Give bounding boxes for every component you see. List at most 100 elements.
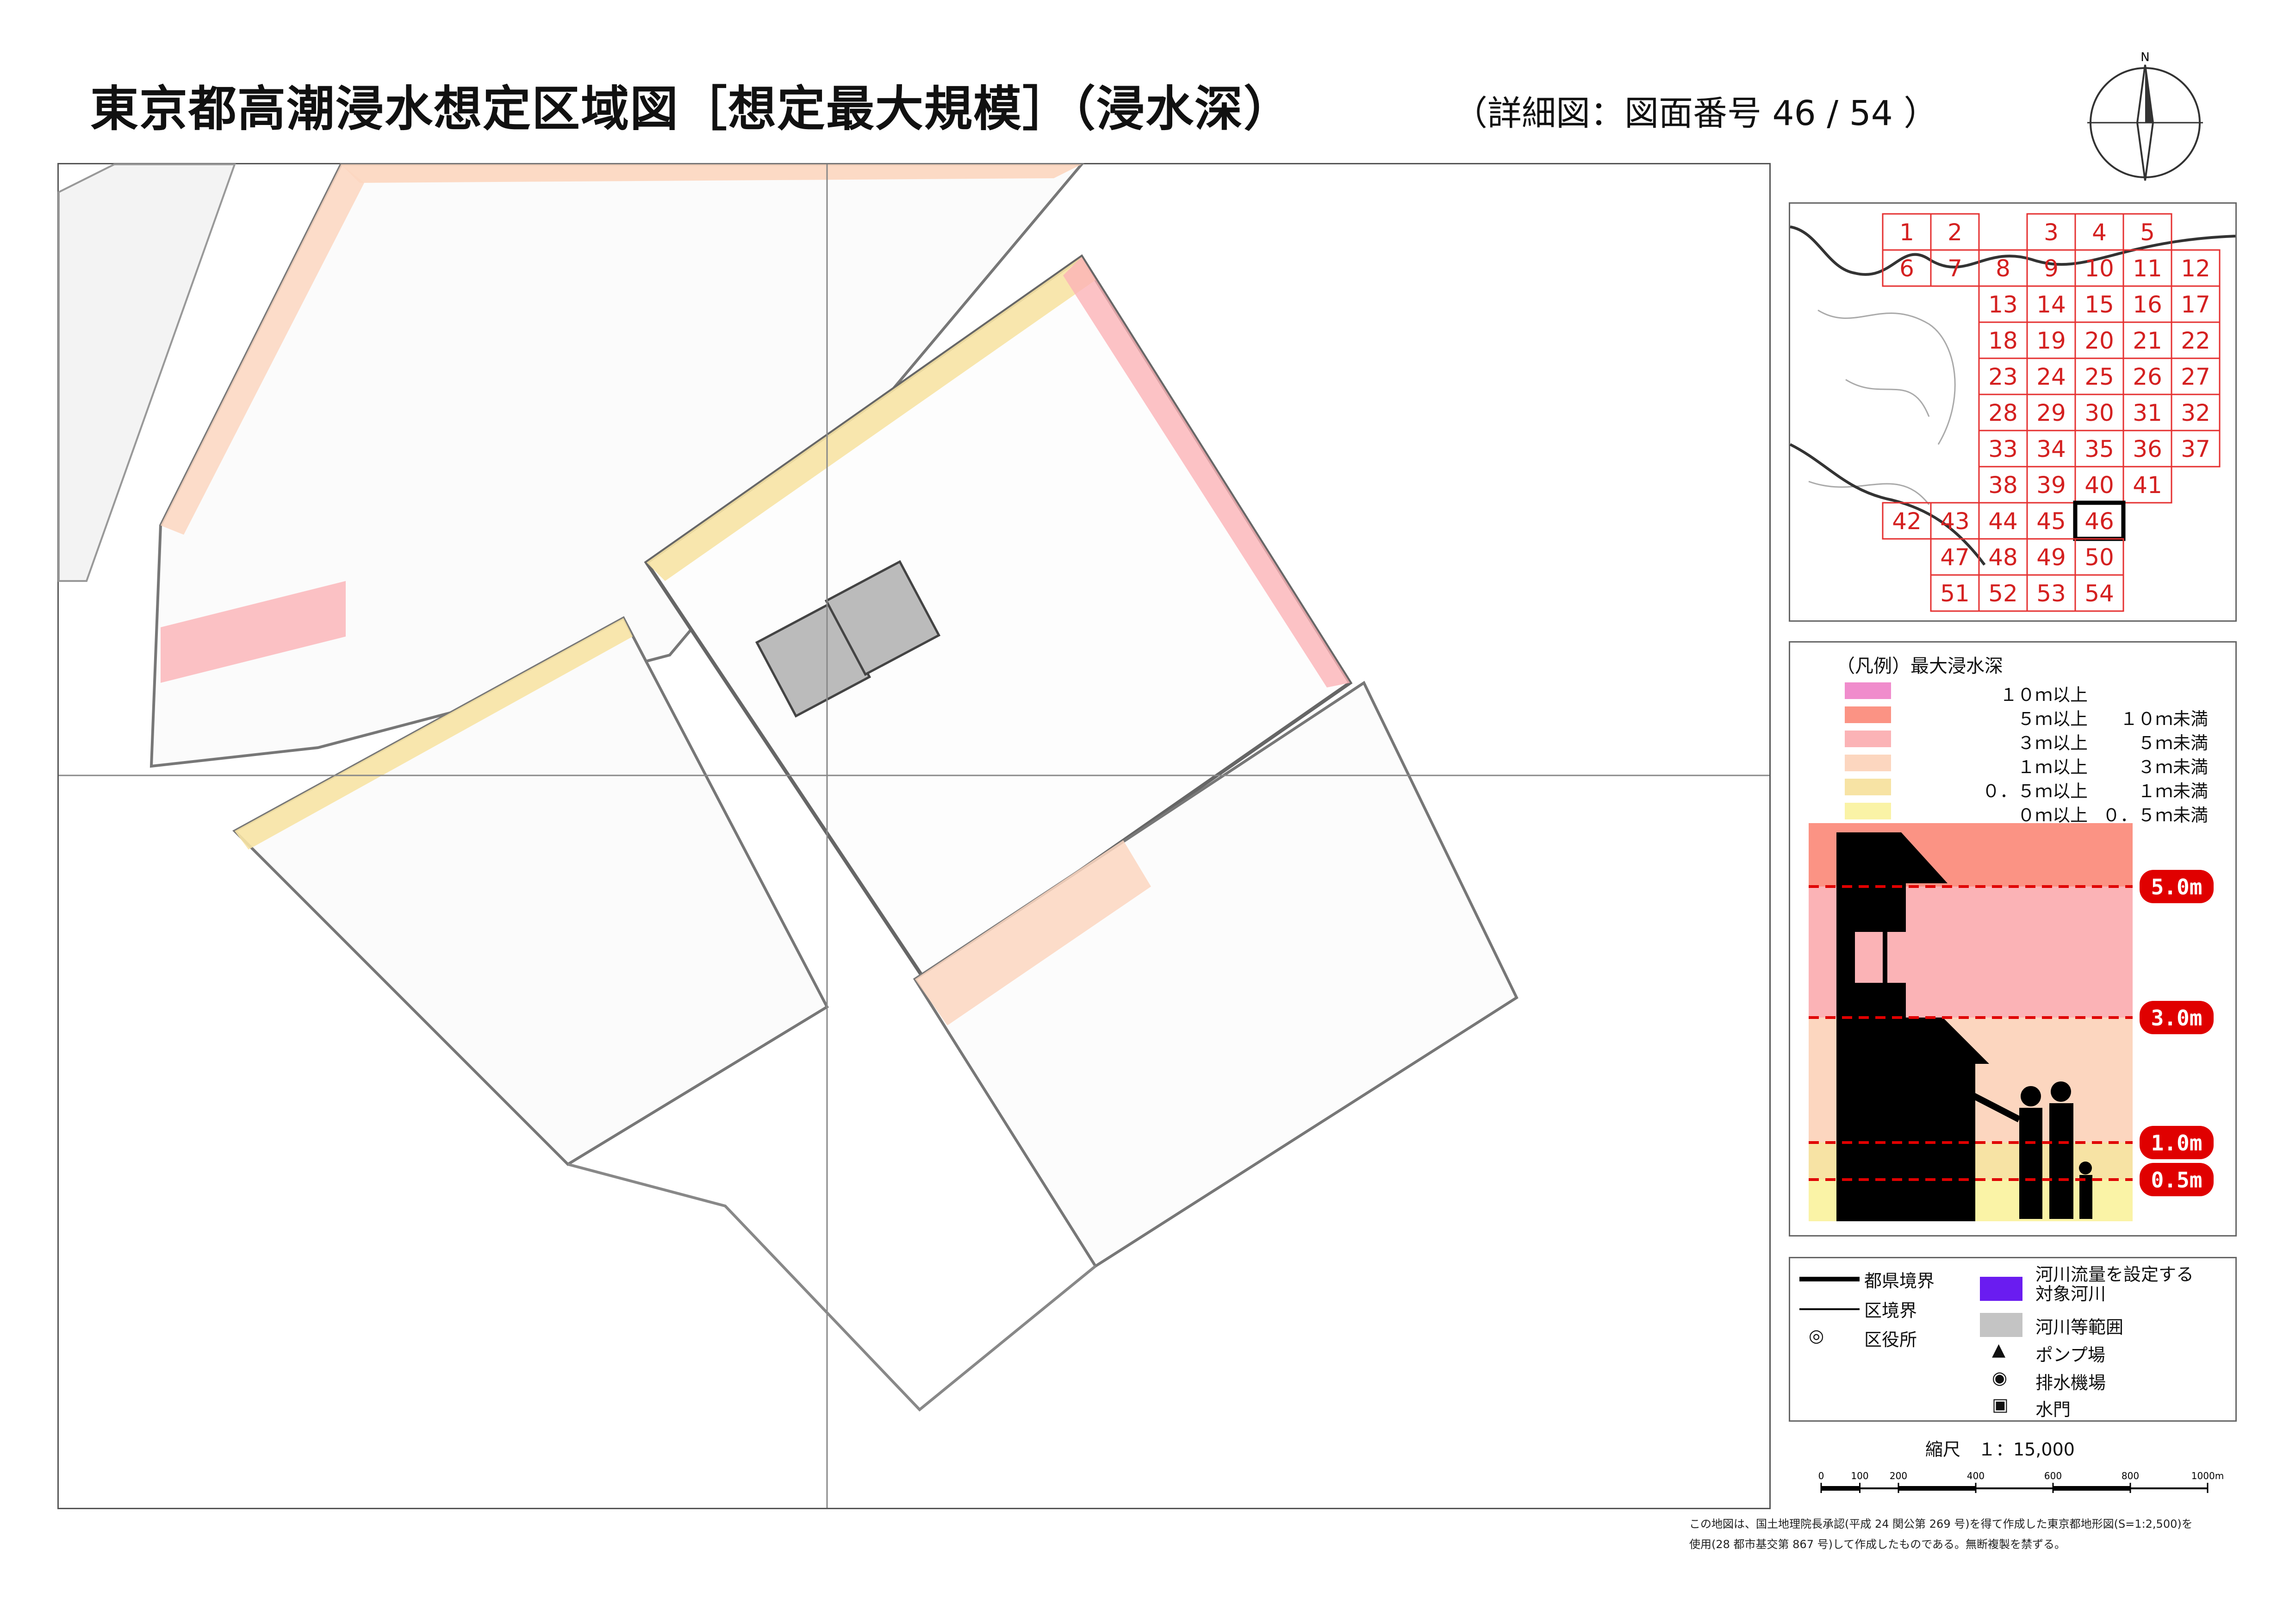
flood-zone-north-edge	[341, 164, 1082, 183]
index-sheet-number: 12	[2181, 255, 2210, 282]
index-sheet[interactable]: 20	[2074, 321, 2124, 359]
north-arrow-icon: N	[2087, 50, 2203, 181]
map-canvas	[58, 163, 1769, 1508]
north-label: N	[2140, 50, 2149, 64]
index-sheet[interactable]: 16	[2122, 285, 2172, 323]
river-area-swatch	[1980, 1313, 2022, 1337]
index-sheet[interactable]: 37	[2171, 430, 2221, 468]
index-sheet[interactable]: 26	[2122, 357, 2172, 395]
legend-item: １０ｍ以上	[1845, 680, 2224, 705]
index-sheet[interactable]: 22	[2171, 321, 2221, 359]
index-sheet[interactable]: 44	[1978, 502, 2028, 540]
index-sheet[interactable]: 10	[2074, 249, 2124, 287]
index-sheet[interactable]: 2	[1930, 213, 1980, 251]
index-sheet[interactable]: 30	[2074, 394, 2124, 431]
flood-zone-west-edge	[161, 164, 364, 535]
index-sheet[interactable]: 51	[1930, 574, 1980, 612]
legend-from-label: ０．５ｍ以上	[1982, 781, 2088, 801]
index-sheet-number: 15	[2084, 291, 2114, 318]
index-sheet-number: 51	[1940, 580, 1970, 607]
scale-label: 縮尺 １：15,000	[1925, 1439, 2075, 1460]
depth-marker: 3.0m	[1809, 1001, 2214, 1034]
index-sheet-number: 53	[2036, 580, 2066, 607]
pump-station-label: ポンプ場	[2035, 1345, 2105, 1365]
index-sheet-number: 54	[2084, 580, 2114, 607]
index-sheet-number: 46	[2084, 508, 2114, 535]
index-sheet-number: 16	[2133, 291, 2162, 318]
scale-tick-label: 100	[1851, 1470, 1868, 1481]
index-sheet[interactable]: 11	[2122, 249, 2172, 287]
index-sheet[interactable]: 13	[1978, 285, 2028, 323]
index-sheet-number: 42	[1892, 508, 1922, 535]
index-sheet[interactable]: 3	[2026, 213, 2076, 251]
legend-title: （凡例）最大浸水深	[1836, 656, 2003, 677]
index-sheet[interactable]: 47	[1930, 538, 1980, 576]
index-sheet[interactable]: 53	[2026, 574, 2076, 612]
index-sheet-number: 23	[1988, 363, 2018, 390]
index-sheet-number: 45	[2036, 508, 2066, 535]
index-sheet[interactable]: 31	[2122, 394, 2172, 431]
index-sheet[interactable]: 25	[2074, 357, 2124, 395]
index-sheet-number: 38	[1988, 472, 2018, 499]
index-sheet[interactable]: 45	[2026, 502, 2076, 540]
index-sheet[interactable]: 29	[2026, 394, 2076, 431]
index-sheet[interactable]: 21	[2122, 321, 2172, 359]
people-silhouette-icon	[1946, 1079, 2092, 1219]
index-sheet[interactable]: 32	[2171, 394, 2221, 431]
index-sheet[interactable]: 35	[2074, 430, 2124, 468]
index-sheet-number: 13	[1988, 291, 2018, 318]
index-sheet[interactable]: 34	[2026, 430, 2076, 468]
index-sheet[interactable]: 50	[2074, 538, 2124, 576]
index-sheet[interactable]: 14	[2026, 285, 2076, 323]
scale-tick-label: 800	[2122, 1470, 2139, 1481]
index-sheet[interactable]: 1	[1882, 213, 1932, 251]
depth-marker-label: 5.0m	[2151, 874, 2203, 899]
index-sheet[interactable]: 18	[1978, 321, 2028, 359]
index-sheet-number: 1	[1899, 219, 1914, 246]
index-sheet[interactable]: 48	[1978, 538, 2028, 576]
index-sheet-number: 8	[1996, 255, 2010, 282]
river-line	[1789, 443, 1986, 566]
depth-marker-group: 5.0m3.0m1.0m0.5m	[1809, 870, 2214, 1196]
index-sheet-number: 28	[1988, 400, 2018, 426]
index-sheet[interactable]: 19	[2026, 321, 2076, 359]
landmass-northwest	[58, 163, 236, 582]
target-river-label: 河川流量を設定する 対象河川	[2035, 1264, 2194, 1304]
legend-from-label: １０ｍ以上	[1999, 685, 2088, 705]
index-sheet-number: 50	[2084, 544, 2114, 571]
index-sheet-number: 36	[2133, 436, 2162, 462]
depth-marker-label: 1.0m	[2151, 1131, 2203, 1156]
index-sheet[interactable]: 41	[2122, 466, 2172, 504]
index-sheet[interactable]: 38	[1978, 466, 2028, 504]
index-sheet[interactable]: 17	[2171, 285, 2221, 323]
index-sheet[interactable]: 49	[2026, 538, 2076, 576]
index-sheet[interactable]: 28	[1978, 394, 2028, 431]
main-map[interactable]	[57, 163, 1771, 1509]
index-sheet[interactable]: 24	[2026, 357, 2076, 395]
index-sheet[interactable]: 9	[2026, 249, 2076, 287]
landmass-southeast	[913, 681, 1518, 1268]
index-sheet[interactable]: 36	[2122, 430, 2172, 468]
index-sheet[interactable]: 52	[1978, 574, 2028, 612]
scale-tick-label: 0	[1818, 1470, 1824, 1481]
index-sheet[interactable]: 7	[1930, 249, 1980, 287]
index-sheet[interactable]: 6	[1882, 249, 1932, 287]
index-sheet-selected[interactable]: 46	[2073, 500, 2126, 541]
index-sheet[interactable]: 42	[1882, 502, 1932, 540]
index-sheet[interactable]: 23	[1978, 357, 2028, 395]
index-sheet[interactable]: 4	[2074, 213, 2124, 251]
index-sheet[interactable]: 15	[2074, 285, 2124, 323]
index-sheet[interactable]: 54	[2074, 574, 2124, 612]
index-sheet[interactable]: 33	[1978, 430, 2028, 468]
index-sheet[interactable]: 27	[2171, 357, 2221, 395]
index-sheet[interactable]: 12	[2171, 249, 2221, 287]
index-sheet[interactable]: 40	[2074, 466, 2124, 504]
index-sheet[interactable]: 39	[2026, 466, 2076, 504]
index-sheet-number: 52	[1988, 580, 2018, 607]
drainage-station-icon: ◉	[1992, 1368, 2008, 1388]
